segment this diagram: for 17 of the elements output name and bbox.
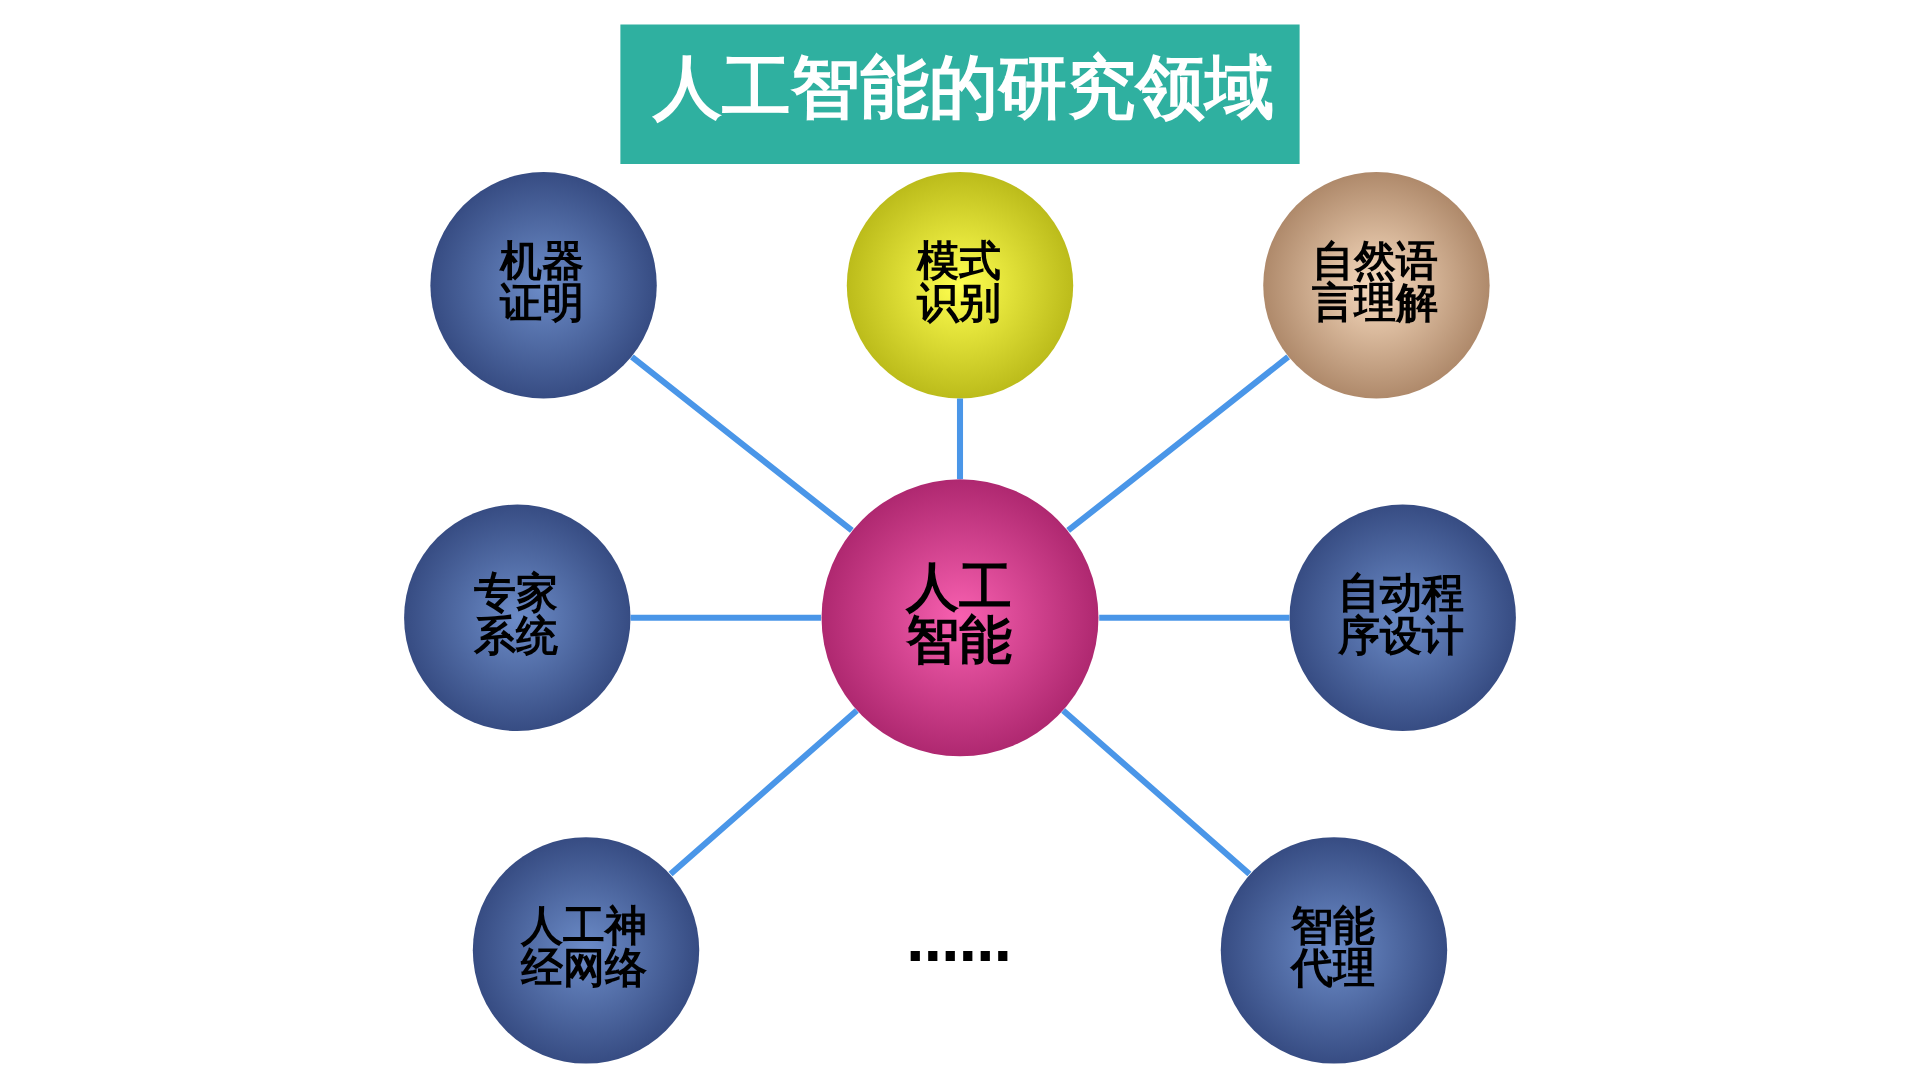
node-circle: 自动程序设计: [1289, 504, 1516, 732]
diagram-title: 人工智能的研究领域: [652, 46, 1274, 127]
node-circle: 机器证明: [430, 172, 657, 399]
connector: [668, 708, 859, 877]
node-circle: 模式识别: [846, 172, 1074, 399]
connector: [630, 614, 821, 621]
connector: [1099, 614, 1290, 621]
node-circle: 自然语言理解: [1263, 172, 1490, 399]
connector: [956, 398, 964, 480]
label: ……: [906, 912, 1012, 974]
connector: [630, 354, 854, 533]
connector: [1066, 354, 1290, 533]
node-circle: 人工智能: [821, 479, 1099, 757]
node-circle: 智能代理: [1220, 837, 1448, 1064]
node-circle: 专家系统: [404, 504, 631, 732]
connector: [1061, 708, 1252, 877]
node-circle: 人工神经网络: [472, 837, 700, 1064]
